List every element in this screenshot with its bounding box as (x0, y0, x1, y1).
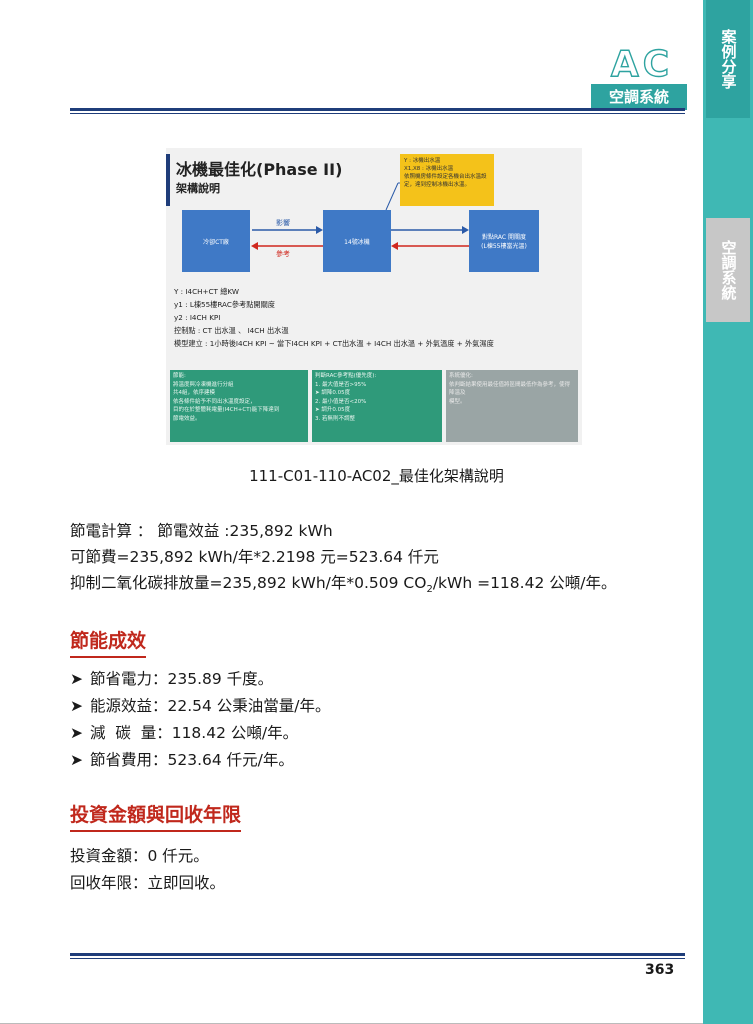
list-item-text: 節省電力：235.89 千度。 (90, 670, 274, 688)
calc-co2-unit: /kWh =118.42 公噸/年。 (432, 574, 617, 592)
figure-line: y2 : I4CH KPI (174, 313, 221, 322)
figure-title-bar (166, 154, 170, 206)
header-section-label: 空調系統 (591, 84, 687, 110)
figure-line: y1 : L棟55樓RAC參考點開關度 (174, 300, 275, 309)
figure-arrow-label-reference: 參考 (276, 250, 290, 258)
list-item-text: 節省費用：523.64 仟元/年。 (90, 751, 294, 769)
list-item-text: 減 碳 量：118.42 公噸/年。 (90, 724, 299, 742)
figure-box-cooling-tower: 冷卻CT廠 (182, 210, 250, 272)
arrow-bullet-icon: ➤ (70, 697, 83, 715)
header-rule-thin (70, 113, 685, 114)
page-number: 363 (645, 962, 675, 978)
figure-box-rac: 對點RAC 開關度 (L棟55樓當光溫) (469, 210, 539, 272)
figure-line: 模型建立 : 1小時後I4CH KPI ~ 當下I4CH KPI + CT出水溫… (174, 339, 494, 348)
calc-line-savings: 節電計算 ： 節電效益 :235,892 kWh (70, 522, 333, 540)
list-item: ➤ 減 碳 量：118.42 公噸/年。 (70, 721, 298, 745)
calc-line-cost: 可節費=235,892 kWh/年*2.2198 元=523.64 仟元 (70, 548, 439, 566)
arrow-bullet-icon: ➤ (70, 670, 83, 688)
calc-co2-text: 抑制二氧化碳排放量=235,892 kWh/年*0.509 CO (70, 574, 427, 592)
figure-gray-box-optimization: 系統優化: 依判斷結果使用最佳值將區間最低作為參考，使得降溫及 模型。 (446, 370, 578, 442)
figure-title: 冰機最佳化(Phase II) (176, 160, 343, 179)
payback-period: 回收年限：立即回收。 (70, 874, 226, 892)
list-item-text: 能源效益：22.54 公秉油當量/年。 (90, 697, 331, 715)
figure-line: Y : I4CH+CT 總KW (174, 287, 239, 296)
sidebar-tab-hvac[interactable]: 空調系統 (706, 218, 750, 322)
investment-amount: 投資金額：0 仟元。 (70, 847, 209, 865)
calc-co2-subscript: 2 (426, 584, 433, 596)
figure-arrows (251, 182, 469, 250)
sidebar-tab-case-sharing[interactable]: 案例分享 (706, 0, 750, 118)
figure-green-box-rac-priority: 判斷RAC參考點(優先度): 1. 最大值是否>95% ➤ 調降0.05度 2.… (312, 370, 442, 442)
arrow-bullet-icon: ➤ (70, 751, 83, 769)
figure-subtitle: 架構說明 (176, 182, 220, 195)
figure-note-box: Y : 冰機出水溫 X1,X8 : 冰機出水溫 依照機房條件設定各機台出水溫設定… (400, 154, 494, 206)
figure-box-chiller: 14號冰機 (323, 210, 391, 272)
arrow-bullet-icon: ➤ (70, 724, 83, 742)
list-item: ➤ 節省費用：523.64 仟元/年。 (70, 748, 294, 772)
figure-arrow-label-influence: 影響 (276, 219, 290, 227)
footer-rule-thick (70, 953, 685, 956)
section-title-investment: 投資金額與回收年限 (70, 800, 242, 832)
architecture-figure: 冰機最佳化(Phase II) 架構說明 Y : 冰機出水溫 X1,X8 : 冰… (166, 148, 582, 445)
list-item: ➤ 節省電力：235.89 千度。 (70, 667, 273, 691)
header-rule-thick (70, 108, 685, 111)
figure-line: 控制點 : CT 出水溫 、 I4CH 出水溫 (174, 326, 289, 335)
sidebar-strip (703, 0, 753, 1024)
section-title-energy-results: 節能成效 (70, 626, 147, 658)
footer-rule-thin (70, 958, 685, 959)
figure-caption: 111-C01-110-AC02_最佳化架構說明 (249, 467, 504, 485)
list-item: ➤ 能源效益：22.54 公秉油當量/年。 (70, 694, 331, 718)
calc-line-co2: 抑制二氧化碳排放量=235,892 kWh/年*0.509 CO2/kWh =1… (70, 571, 616, 602)
figure-green-box-energy: 節能: 將溫度與冷凍機進行分組 共4組，依序建模 依各條件給予不同出水溫度設定，… (170, 370, 308, 442)
ac-logo: AC (610, 44, 674, 85)
